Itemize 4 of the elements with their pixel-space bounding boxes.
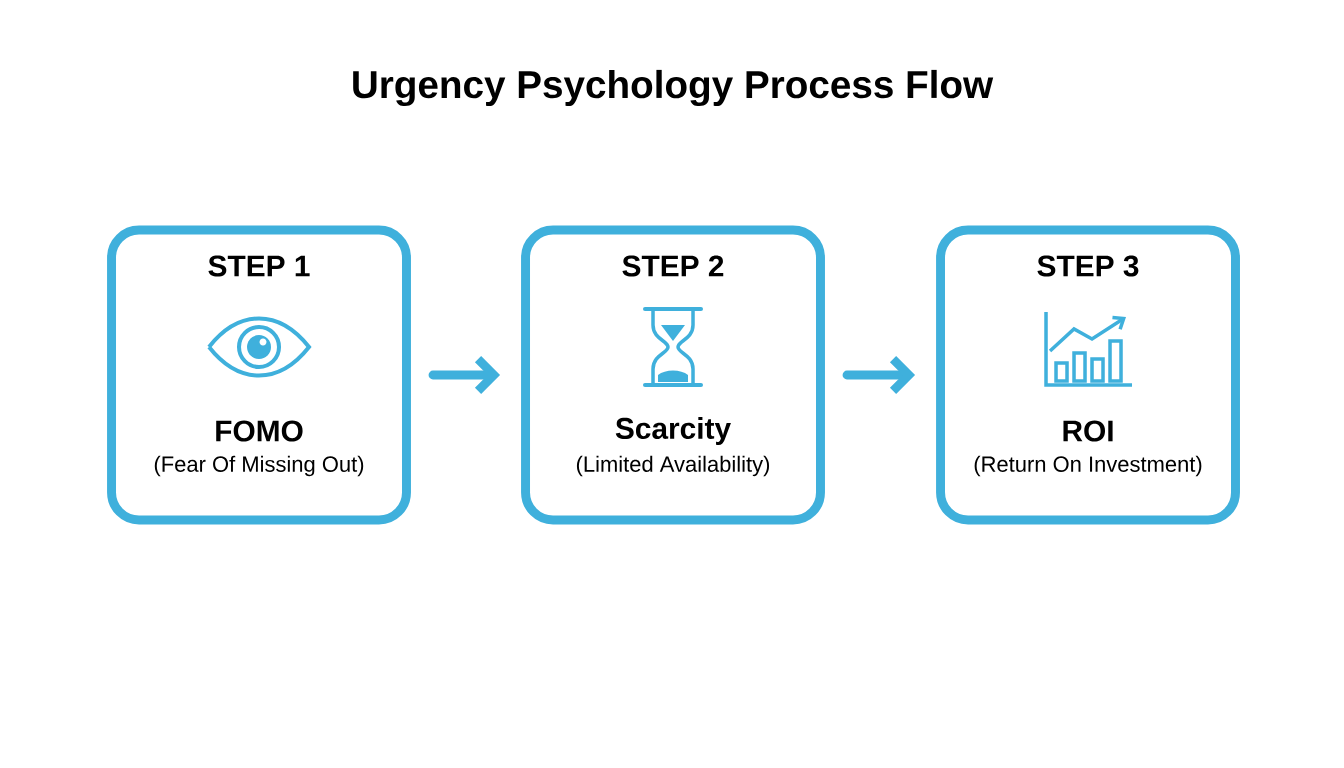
step-box: STEP 3 ROI (Return On Investment) [936,225,1240,525]
step-box: STEP 1 FOMO (Fear Of Missing Out) [107,225,411,525]
step-box: STEP 2 Scarcity (Limited Availability) [521,225,825,525]
title: Urgency Psychology Process Flow [353,69,994,107]
